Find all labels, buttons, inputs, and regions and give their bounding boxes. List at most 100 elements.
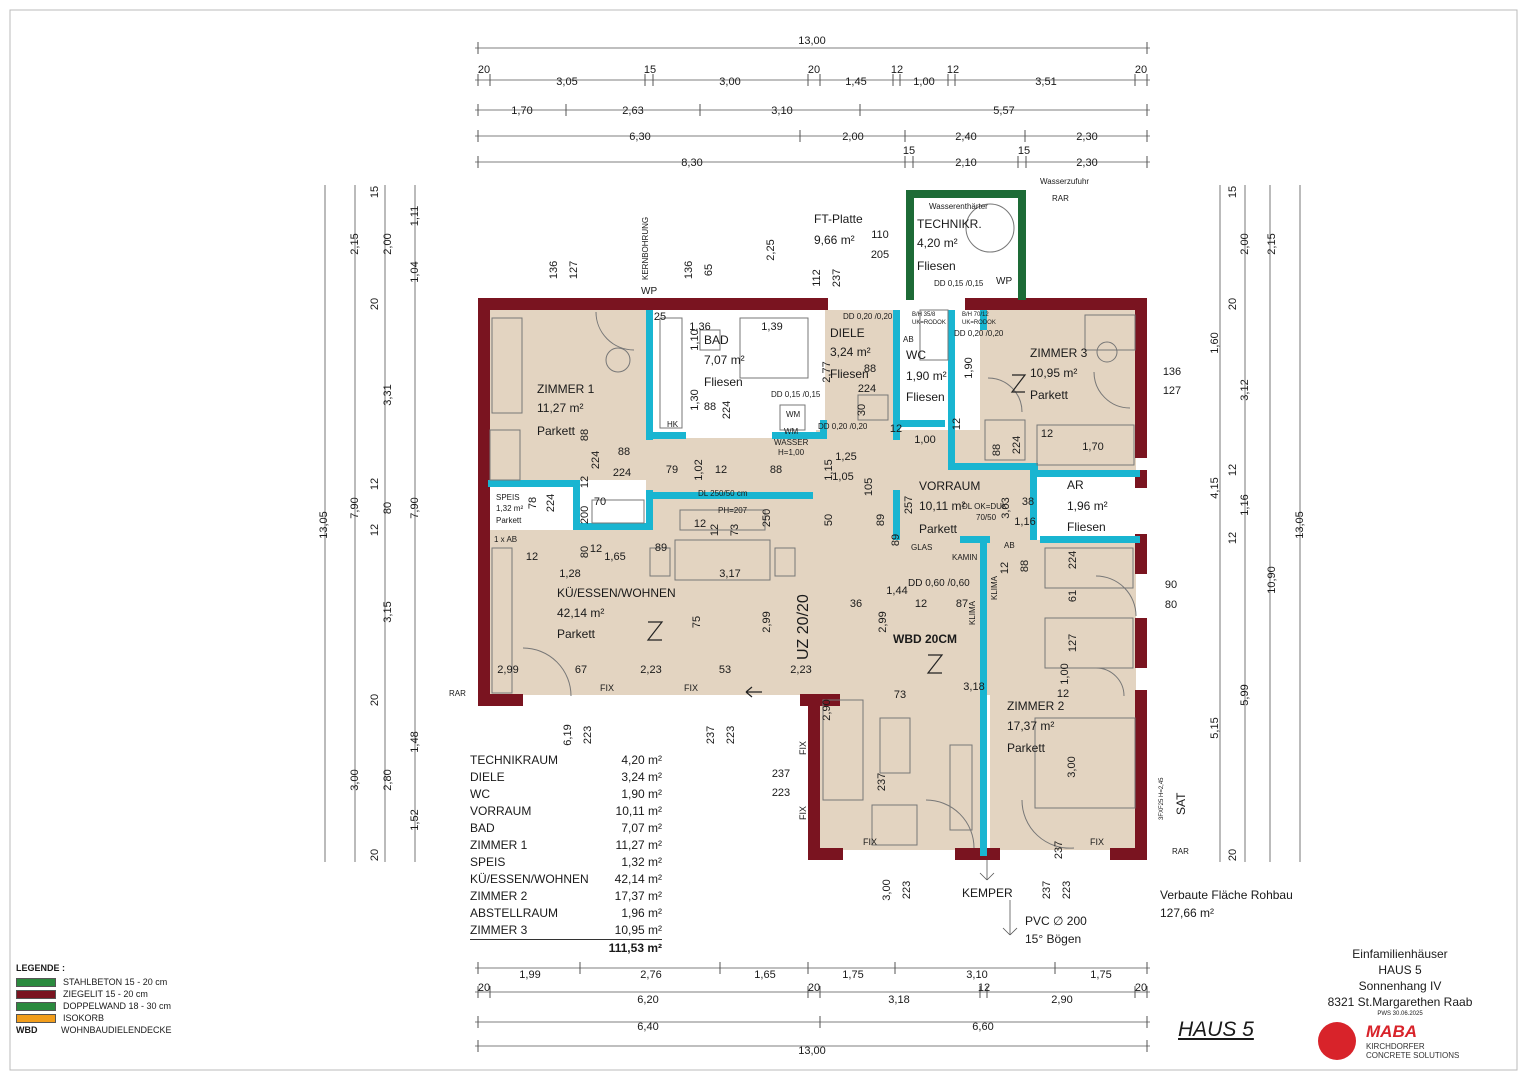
room-area: 9,66 m² [814, 233, 855, 247]
dim-text: 88 [579, 429, 591, 441]
dim-text: 1,28 [559, 568, 580, 580]
legend-swatch [16, 977, 56, 987]
dim-text: 224 [858, 383, 876, 395]
pvc-line2: 15° Bögen [1025, 932, 1082, 946]
dim-text: 1,60 [1209, 332, 1221, 353]
wbd-label: WBD 20CM [893, 632, 957, 646]
title-line: Einfamilienhäuser [1352, 947, 1448, 961]
dim-text: 1,45 [845, 76, 866, 88]
wasser-h-label: H=1,00 [778, 448, 805, 457]
wasserenthaerter-label: Wasserenthärter [929, 202, 988, 211]
summary-room: DIELE [470, 770, 505, 784]
dim-text: 89 [875, 514, 887, 526]
dim-text: 1,25 [835, 451, 856, 463]
dim-text: 127 [1067, 634, 1079, 652]
ab-label: AB [903, 335, 914, 344]
dim-text: 12 [1227, 532, 1239, 544]
dim-text: 257 [903, 496, 915, 514]
title-block: Einfamilienhäuser HAUS 5 Sonnenhang IV 8… [1300, 946, 1500, 1018]
dim-text: 3,12 [1239, 379, 1251, 400]
dim-text: 1,70 [1082, 441, 1103, 453]
dim-text: 8,30 [681, 157, 702, 169]
summary-total: 111,53 m² [470, 939, 662, 957]
dim-text: 7,90 [349, 497, 361, 518]
house-title: HAUS 5 [1178, 1018, 1254, 1041]
room-floor: Fliesen [906, 390, 945, 404]
dim-text: 30 [856, 404, 868, 416]
dim-text: 105 [863, 478, 875, 496]
title-line: 8321 St.Margarethen Raab [1327, 995, 1473, 1009]
legend-label: WOHNBAUDIELENDECKE [61, 1025, 172, 1035]
dim-text: 1,65 [754, 969, 775, 981]
dim-text: 224 [590, 451, 602, 469]
furniture [489, 203, 1137, 849]
dim-text: 12 [590, 543, 602, 555]
top-dimension-texts: 13,00 20 3,05 15 3,00 20 1,45 12 1,00 12… [478, 35, 1147, 169]
dimension-ticks [477, 42, 1148, 1052]
dim-text: 12 [709, 524, 721, 536]
room-name: DIELE [830, 326, 865, 340]
dim-text: 3,18 [963, 681, 984, 693]
dim-text: 6,60 [972, 1021, 993, 1033]
left-dimension-texts: 13,05 15 2,15 20 3,31 12 80 12 3,15 20 2… [318, 186, 421, 861]
dim-text: 7,90 [409, 497, 421, 518]
dim-text: 205 [871, 249, 889, 261]
company-logo: MABA KIRCHDORFER CONCRETE SOLUTIONS [1318, 1020, 1488, 1064]
pvc-line1: PVC ∅ 200 [1025, 914, 1087, 928]
dim-text: 20 [1227, 298, 1239, 310]
dim-text: 224 [545, 494, 557, 512]
sat-small-label: 3FXF25 H=2,45 [1159, 777, 1165, 820]
dim-text: 250 [761, 509, 773, 527]
dlok-label: DL OK=DUK [962, 502, 1008, 511]
dim-text: 2,77 [821, 361, 833, 382]
outer-walls [478, 298, 1147, 860]
summary-area: 11,27 m² [615, 838, 662, 852]
dim-text: 3,05 [556, 76, 577, 88]
dim-text: 3,00 [1066, 756, 1078, 777]
legend-swatch [16, 1001, 56, 1011]
room-floor: Parkett [557, 627, 596, 641]
dim-text: 25 [654, 311, 666, 323]
verbaut-label: Verbaute Fläche Rohbau [1160, 888, 1293, 902]
dim-text: 36 [850, 598, 862, 610]
dim-text: 3,15 [382, 601, 394, 622]
dd-label: DD 0,20 /0,20 [818, 422, 868, 431]
dim-text: 20 [808, 64, 820, 76]
dim-text: 2,23 [640, 664, 661, 676]
dim-text: 237 [705, 726, 717, 744]
summary-room: SPEIS [470, 855, 506, 869]
dim-text: 12 [369, 524, 381, 536]
inner-walls [488, 310, 1140, 856]
wp-label: WP [996, 276, 1012, 287]
hk-label: HK [667, 420, 679, 429]
dim-text: 1,05 [832, 471, 853, 483]
dim-text: 50 [823, 514, 835, 526]
page-border [9, 9, 1518, 1071]
room-name: BAD [704, 333, 729, 347]
dim-text: 3,00 [349, 769, 361, 790]
dim-text: 2,99 [497, 664, 518, 676]
dim-text: 136 [548, 261, 560, 279]
legend-item: DOPPELWAND 18 - 30 cm [16, 1000, 172, 1012]
dim-text: 20 [1227, 849, 1239, 861]
legend-title: LEGENDE : [16, 963, 66, 973]
dim-text: 88 [991, 444, 1003, 456]
summary-area: 10,95 m² [614, 923, 662, 937]
dim-text: 88 [1019, 560, 1031, 572]
dlok2-label: 70/50 [976, 513, 997, 522]
dim-text: 61 [1067, 590, 1079, 602]
room-name: VORRAUM [919, 479, 980, 493]
room-area: 1,96 m² [1067, 499, 1108, 513]
dim-text: 1,15 [823, 459, 835, 480]
dim-text: 1,16 [1014, 516, 1035, 528]
dim-text: 1,36 [689, 321, 710, 333]
dim-text: 112 [811, 269, 823, 287]
dim-text: 2,99 [877, 611, 889, 632]
dim-text: 15 [644, 64, 656, 76]
summary-room: ABSTELLRAUM [470, 906, 559, 920]
summary-area: 1,90 m² [621, 787, 662, 801]
dim-text: 127 [568, 261, 580, 279]
dim-text: 12 [915, 598, 927, 610]
